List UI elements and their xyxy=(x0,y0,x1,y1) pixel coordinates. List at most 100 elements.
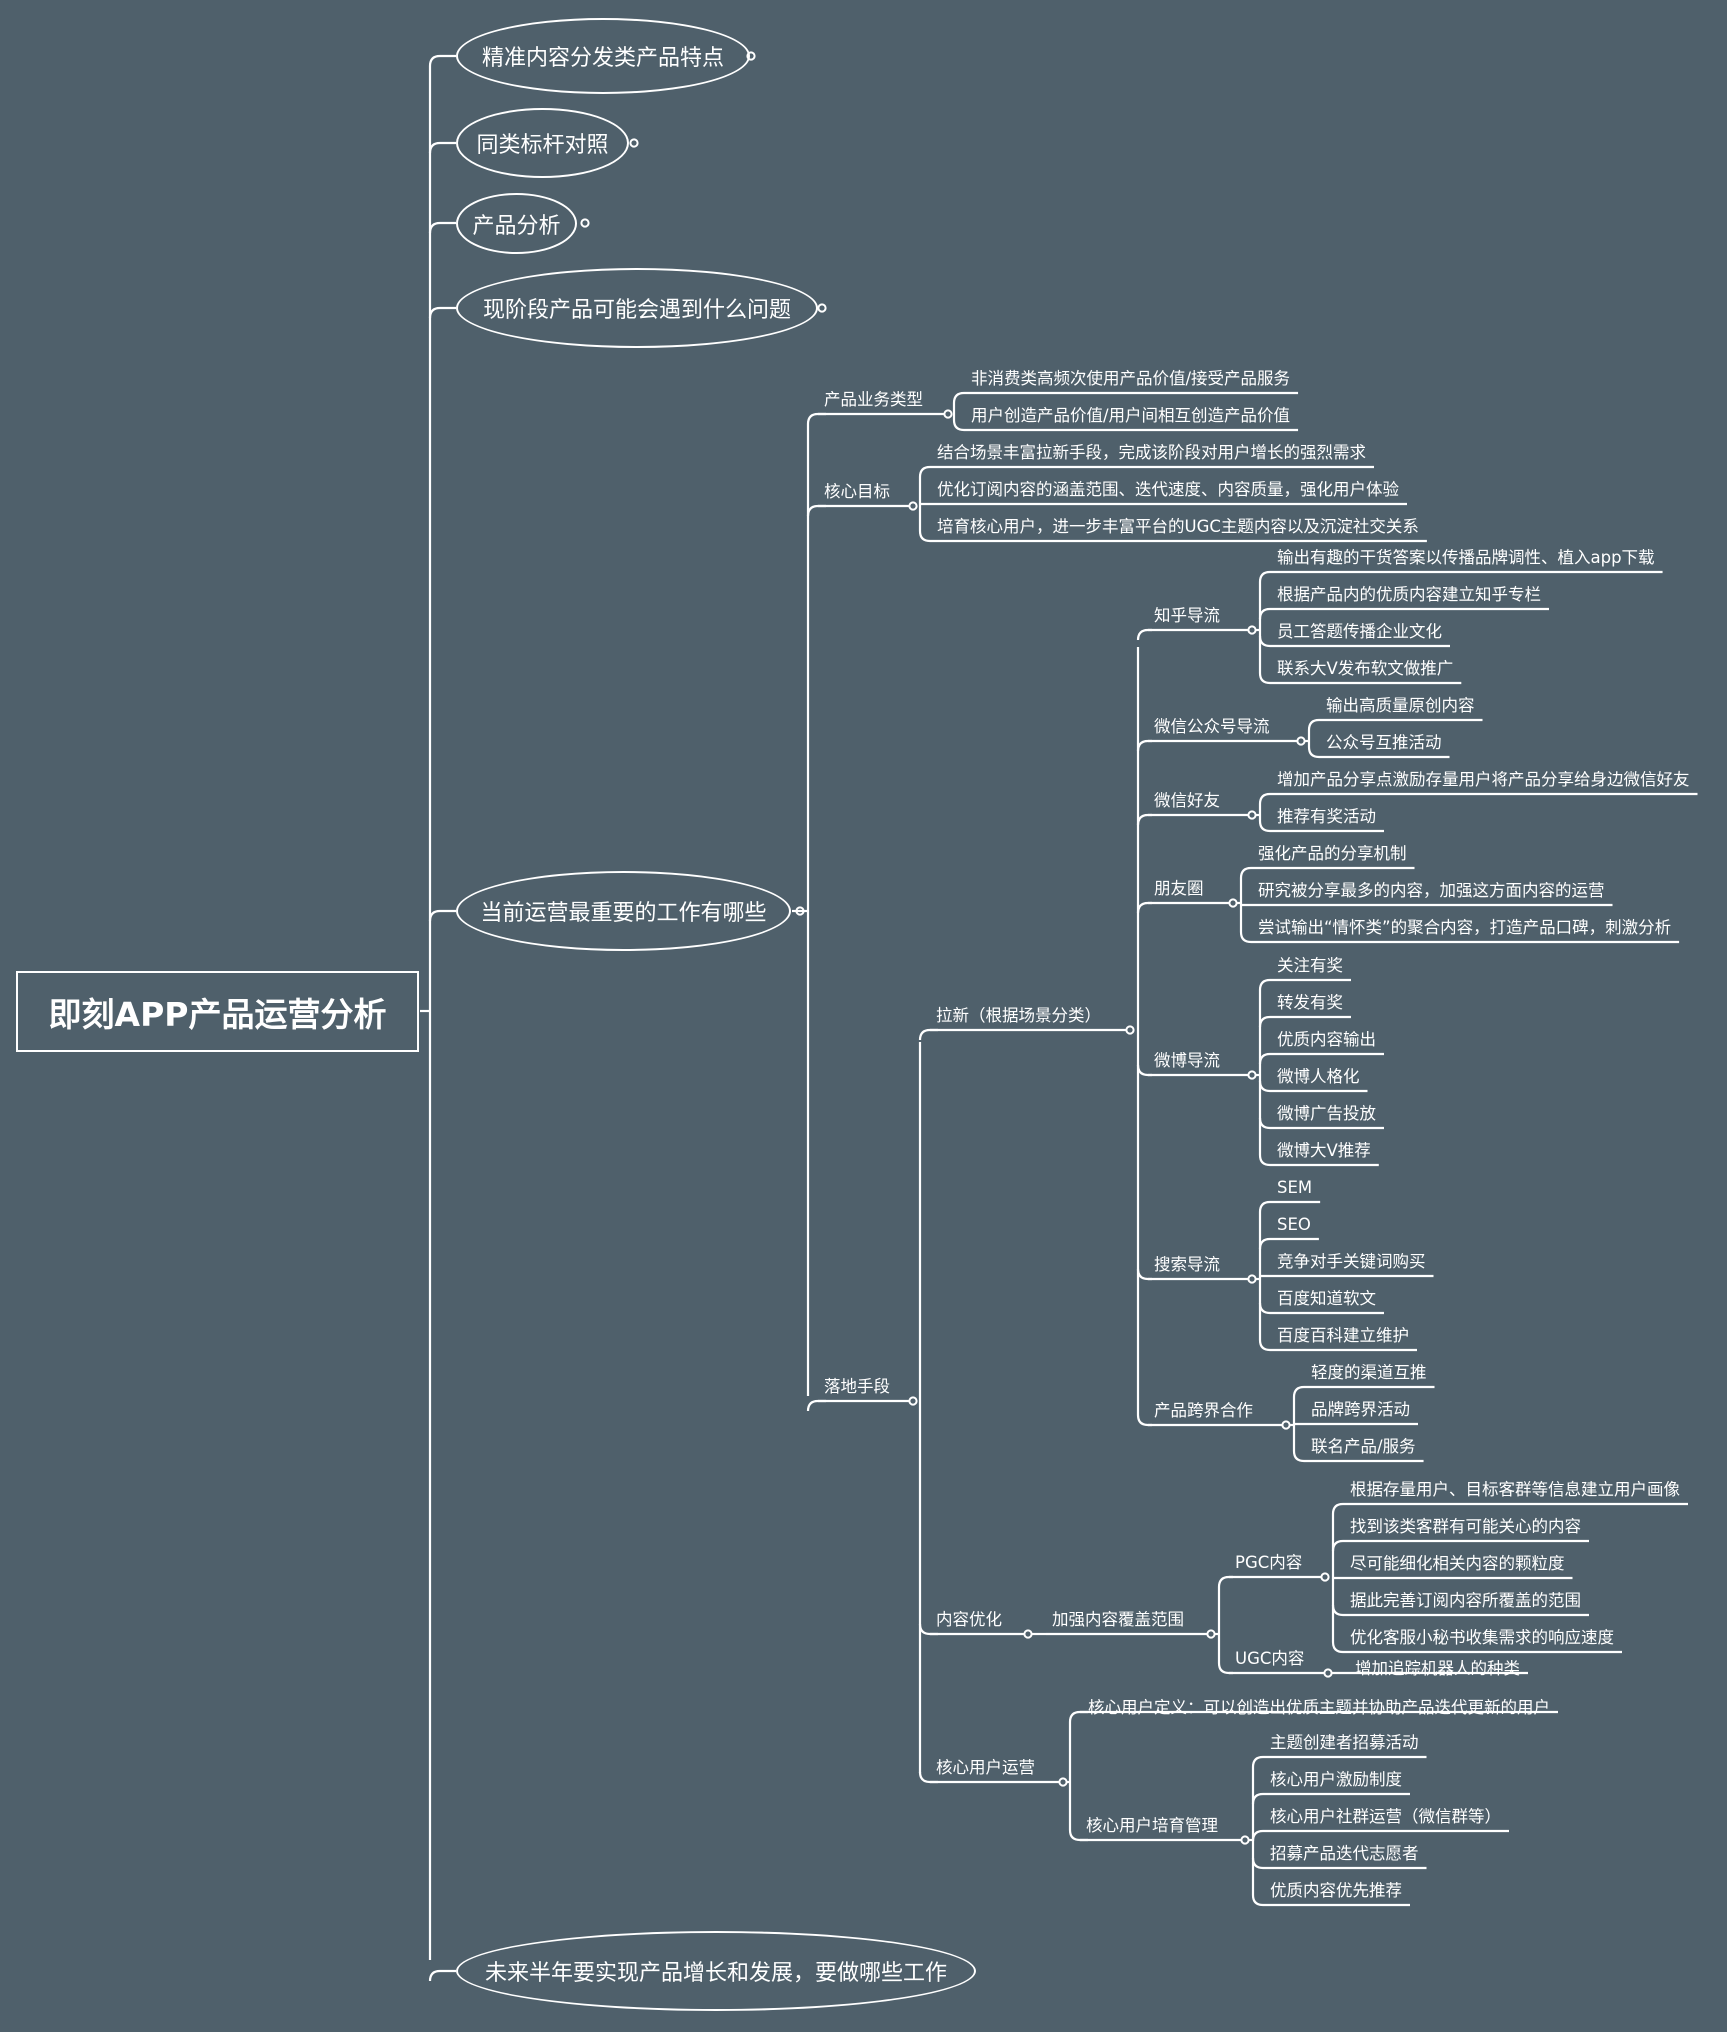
connector xyxy=(1258,570,1663,583)
collapse-toggle-icon[interactable] xyxy=(629,138,639,148)
collapse-toggle-icon[interactable] xyxy=(908,501,918,511)
zhihu-item-3[interactable]: 联系大V发布软文做推广 xyxy=(1277,659,1454,678)
moments-item-0[interactable]: 强化产品的分享机制 xyxy=(1258,844,1407,863)
collapse-toggle-icon[interactable] xyxy=(1228,898,1238,908)
node-business-type[interactable]: 产品业务类型 xyxy=(824,390,923,409)
channel-weibo[interactable]: 微博导流 xyxy=(1154,1051,1220,1070)
collapse-toggle-icon[interactable] xyxy=(1247,1070,1257,1080)
root-node[interactable]: 即刻APP产品运营分析 xyxy=(16,971,419,1052)
connector xyxy=(918,465,1374,478)
collapse-toggle-icon[interactable] xyxy=(1323,1668,1333,1678)
collapse-toggle-icon[interactable] xyxy=(1058,1777,1068,1787)
search-item-3[interactable]: 百度知道软文 xyxy=(1277,1289,1376,1308)
core-goal-item-0[interactable]: 结合场景丰富拉新手段，完成该阶段对用户增长的强烈需求 xyxy=(937,443,1366,462)
wechat-friends-item-1[interactable]: 推荐有奖活动 xyxy=(1277,807,1376,826)
collapse-toggle-icon[interactable] xyxy=(1281,1420,1291,1430)
node-acquisition[interactable]: 拉新（根据场景分类） xyxy=(936,1006,1101,1025)
channel-wechat-friends[interactable]: 微信好友 xyxy=(1154,791,1220,810)
crossover-item-2[interactable]: 联名产品/服务 xyxy=(1311,1437,1416,1456)
collapse-toggle-icon[interactable] xyxy=(1240,1835,1250,1845)
search-item-4[interactable]: 百度百科建立维护 xyxy=(1277,1326,1409,1345)
branch-node-problems[interactable]: 现阶段产品可能会遇到什么问题 xyxy=(456,268,818,348)
core-goal-item-2[interactable]: 培育核心用户，进一步丰富平台的UGC主题内容以及沉淀社交关系 xyxy=(937,517,1419,536)
collapse-toggle-icon[interactable] xyxy=(1206,1629,1216,1639)
cultivation-item-0[interactable]: 主题创建者招募活动 xyxy=(1270,1733,1419,1752)
connector xyxy=(1251,1792,1410,1805)
moments-item-2[interactable]: 尝试输出“情怀类”的聚合内容，打造产品口碑，刺激分析 xyxy=(1258,918,1672,937)
channel-search[interactable]: 搜索导流 xyxy=(1154,1255,1220,1274)
collapse-toggle-icon[interactable] xyxy=(580,218,590,228)
business-type-item-0[interactable]: 非消费类高频次使用产品价值/接受产品服务 xyxy=(971,369,1291,388)
pgc-item-1[interactable]: 找到该类客群有可能关心的内容 xyxy=(1350,1517,1581,1536)
connector xyxy=(428,909,456,922)
channel-moments[interactable]: 朋友圈 xyxy=(1154,879,1204,898)
collapse-toggle-icon[interactable] xyxy=(1247,625,1257,635)
pgc-item-3[interactable]: 据此完善订阅内容所覆盖的范围 xyxy=(1350,1591,1581,1610)
ugc-item-0[interactable]: 增加追踪机器人的种类 xyxy=(1355,1659,1520,1678)
branch-node-current-work[interactable]: 当前运营最重要的工作有哪些 xyxy=(456,871,791,951)
node-coverage[interactable]: 加强内容覆盖范围 xyxy=(1052,1610,1184,1629)
weibo-item-0[interactable]: 关注有奖 xyxy=(1277,956,1343,975)
collapse-toggle-icon[interactable] xyxy=(817,303,827,313)
node-means[interactable]: 落地手段 xyxy=(824,1377,890,1396)
weibo-item-4[interactable]: 微博广告投放 xyxy=(1277,1104,1376,1123)
connector xyxy=(1136,1268,1152,1281)
node-pgc[interactable]: PGC内容 xyxy=(1235,1553,1303,1572)
collapse-toggle-icon[interactable] xyxy=(1023,1629,1033,1639)
connector xyxy=(1258,1200,1321,1213)
connector xyxy=(1331,1641,1622,1654)
core-goal-item-1[interactable]: 优化订阅内容的涵盖范围、迭代速度、内容质量，强化用户体验 xyxy=(937,480,1399,499)
connector xyxy=(428,221,456,234)
pgc-item-4[interactable]: 优化客服小秘书收集需求的响应速度 xyxy=(1350,1628,1614,1647)
pgc-item-2[interactable]: 尽可能细化相关内容的颗粒度 xyxy=(1350,1554,1565,1573)
collapse-toggle-icon[interactable] xyxy=(1247,1274,1257,1284)
weibo-item-5[interactable]: 微博大V推荐 xyxy=(1277,1141,1371,1160)
moments-item-1[interactable]: 研究被分享最多的内容，加强这方面内容的运营 xyxy=(1258,881,1605,900)
connector xyxy=(1251,1755,1427,1768)
collapse-toggle-icon[interactable] xyxy=(1320,1572,1330,1582)
node-core-goal[interactable]: 核心目标 xyxy=(824,482,890,501)
cultivation-item-2[interactable]: 核心用户社群运营（微信群等） xyxy=(1270,1807,1501,1826)
branch-node-product-analysis[interactable]: 产品分析 xyxy=(456,193,577,254)
zhihu-item-2[interactable]: 员工答题传播企业文化 xyxy=(1277,622,1442,641)
collapse-toggle-icon[interactable] xyxy=(943,409,953,419)
node-content-optimization[interactable]: 内容优化 xyxy=(936,1610,1002,1629)
connector xyxy=(1251,1894,1410,1907)
search-item-1[interactable]: SEO xyxy=(1277,1215,1311,1234)
channel-wechat-official[interactable]: 微信公众号导流 xyxy=(1154,717,1270,736)
business-type-item-1[interactable]: 用户创造产品价值/用户间相互创造产品价值 xyxy=(971,406,1291,425)
wechat-official-item-0[interactable]: 输出高质量原创内容 xyxy=(1326,696,1475,715)
cultivation-item-3[interactable]: 招募产品迭代志愿者 xyxy=(1270,1844,1419,1863)
search-item-2[interactable]: 竞争对手关键词购买 xyxy=(1277,1252,1426,1271)
branch-node-benchmark[interactable]: 同类标杆对照 xyxy=(456,108,629,178)
branch-node-features[interactable]: 精准内容分发类产品特点 xyxy=(456,18,750,94)
wechat-official-item-1[interactable]: 公众号互推活动 xyxy=(1326,733,1442,752)
weibo-item-3[interactable]: 微博人格化 xyxy=(1277,1067,1360,1086)
weibo-item-1[interactable]: 转发有奖 xyxy=(1277,993,1343,1012)
cultivation-item-4[interactable]: 优质内容优先推荐 xyxy=(1270,1881,1402,1900)
zhihu-item-0[interactable]: 输出有趣的干货答案以传播品牌调性、植入app下载 xyxy=(1277,548,1655,567)
collapse-toggle-icon[interactable] xyxy=(1247,810,1257,820)
collapse-toggle-icon[interactable] xyxy=(908,1396,918,1406)
branch-node-future-growth[interactable]: 未来半年要实现产品增长和发展，要做哪些工作 xyxy=(456,1931,976,2011)
wechat-friends-item-0[interactable]: 增加产品分享点激励存量用户将产品分享给身边微信好友 xyxy=(1277,770,1690,789)
search-item-0[interactable]: SEM xyxy=(1277,1178,1313,1197)
collapse-toggle-icon[interactable] xyxy=(1296,736,1306,746)
collapse-toggle-icon[interactable] xyxy=(1125,1025,1135,1035)
connector xyxy=(1307,746,1450,759)
crossover-item-1[interactable]: 品牌跨界活动 xyxy=(1311,1400,1410,1419)
pgc-item-0[interactable]: 根据存量用户、目标客群等信息建立用户画像 xyxy=(1350,1480,1680,1499)
zhihu-item-1[interactable]: 根据产品内的优质内容建立知乎专栏 xyxy=(1277,585,1541,604)
channel-crossover[interactable]: 产品跨界合作 xyxy=(1154,1401,1253,1420)
weibo-item-2[interactable]: 优质内容输出 xyxy=(1277,1030,1376,1049)
node-ugc[interactable]: UGC内容 xyxy=(1235,1649,1305,1668)
connector xyxy=(1258,792,1698,805)
cultivation-item-1[interactable]: 核心用户激励制度 xyxy=(1270,1770,1402,1789)
node-cultivation[interactable]: 核心用户培育管理 xyxy=(1086,1816,1218,1835)
connector xyxy=(1258,1237,1319,1250)
node-core-user-ops[interactable]: 核心用户运营 xyxy=(936,1758,1035,1777)
crossover-item-0[interactable]: 轻度的渠道互推 xyxy=(1311,1363,1427,1382)
connector xyxy=(1239,931,1680,944)
channel-zhihu[interactable]: 知乎导流 xyxy=(1154,606,1220,625)
core-user-definition[interactable]: 核心用户定义：可以创造出优质主题并协助产品迭代更新的用户 xyxy=(1088,1698,1550,1717)
